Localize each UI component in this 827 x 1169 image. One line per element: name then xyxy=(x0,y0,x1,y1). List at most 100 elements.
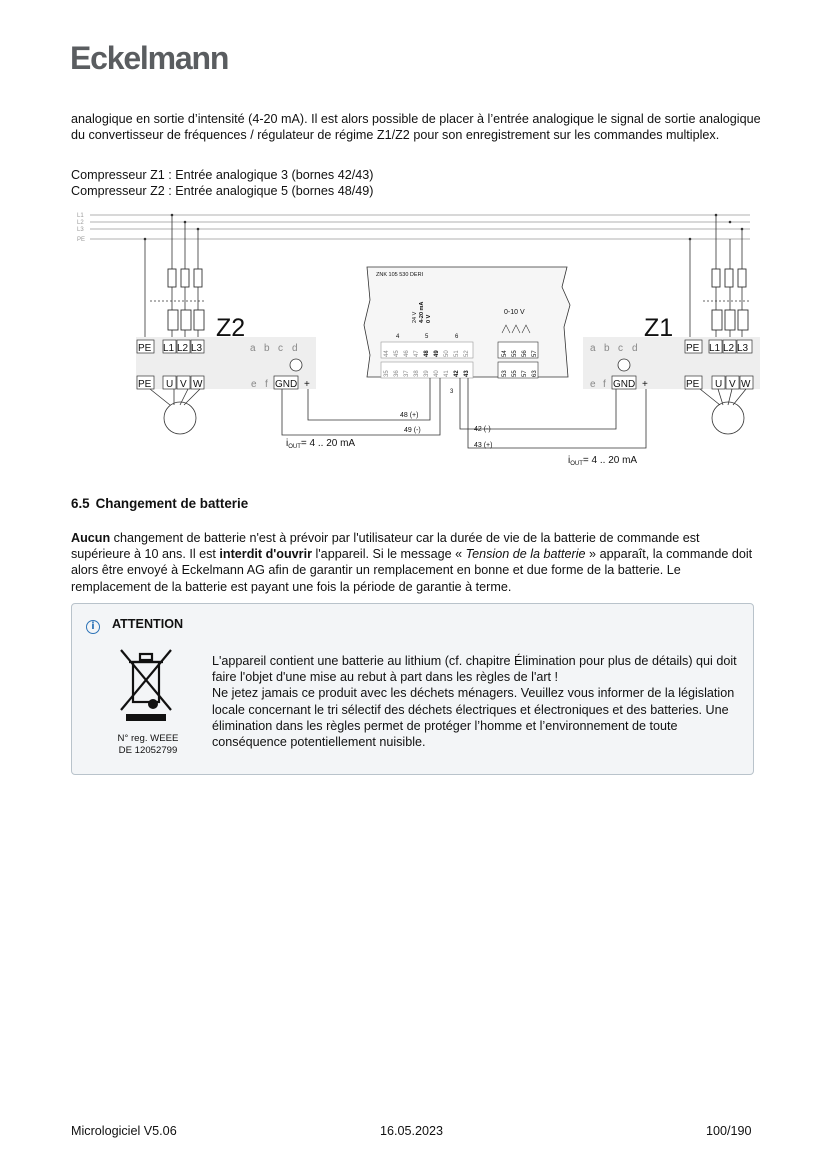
term-39: 39 xyxy=(424,370,430,377)
z1-term-d: d xyxy=(632,343,638,354)
weee-caption-line-2: DE 12052799 xyxy=(118,745,178,756)
wire-48-label: 48 (+) xyxy=(400,412,418,419)
z1-term-a: a xyxy=(590,343,596,354)
bus-label-l2: L2 xyxy=(77,220,84,226)
group-5-label: 5 xyxy=(425,334,429,340)
bold-aucun: Aucun xyxy=(71,531,111,545)
term-47: 47 xyxy=(414,350,420,357)
wire-49-label: 49 (-) xyxy=(404,427,421,434)
attention-text-2: Ne jetez jamais ce produit avec les déch… xyxy=(212,686,735,750)
term-53: 53 xyxy=(502,370,508,377)
z2-term-pe-motor: PE xyxy=(138,379,152,390)
iout-z1-symbol: i xyxy=(568,455,570,466)
term-63: 63 xyxy=(532,370,538,377)
z2-term-l1: L1 xyxy=(163,343,175,354)
term-41: 41 xyxy=(444,370,450,377)
bus-label-l1: L1 xyxy=(77,213,84,219)
italic-message: Tension de la batterie xyxy=(465,547,586,562)
iout-z2-value: = 4 .. 20 mA xyxy=(301,438,356,449)
term-48: 48 xyxy=(424,350,430,357)
z1-term-w: W xyxy=(741,379,751,390)
brand-logo: Eckelmann xyxy=(70,40,229,76)
term-54: 54 xyxy=(502,350,508,357)
z2-term-b: b xyxy=(264,343,270,354)
group-4-label: 4 xyxy=(396,334,400,340)
wire-43-label: 43 (+) xyxy=(474,442,492,449)
z1-term-l1: L1 xyxy=(709,343,721,354)
bus-label-l3: L3 xyxy=(77,227,84,233)
z1-term-c: c xyxy=(618,343,623,354)
term-50: 50 xyxy=(444,350,450,357)
z1-term-f: f xyxy=(603,379,606,390)
section-number: 6.5 xyxy=(71,496,90,511)
term-37: 37 xyxy=(404,370,410,377)
attention-text: L'appareil contient une batterie au lith… xyxy=(212,653,752,750)
z1-term-pe: PE xyxy=(686,343,700,354)
weee-caption-line-1: N° reg. WEEE xyxy=(117,733,179,744)
vlabel-0v: 0 V xyxy=(426,314,432,323)
weee-crossed-bin-icon xyxy=(120,649,172,721)
term-45: 45 xyxy=(394,350,400,357)
group-3-label: 3 xyxy=(450,389,454,395)
z1-term-plus: + xyxy=(642,379,648,390)
output-010v-label: 0-10 V xyxy=(504,309,525,316)
term-57b: 57 xyxy=(522,370,528,377)
attention-text-1: L'appareil contient une batterie au lith… xyxy=(212,654,737,685)
group-6-label: 6 xyxy=(455,334,459,340)
z2-term-l3: L3 xyxy=(191,343,203,354)
weee-caption: N° reg. WEEE DE 12052799 xyxy=(110,733,186,757)
z2-term-e: e xyxy=(251,379,257,390)
footer-date: 16.05.2023 xyxy=(380,1124,444,1138)
iout-z2-symbol: i xyxy=(286,438,288,449)
footer-left: Micrologiciel V5.06 xyxy=(71,1124,177,1138)
z2-term-plus: + xyxy=(304,379,310,390)
wire-42-label: 42 (-) xyxy=(474,426,491,433)
controller-label: ZNK 105 530 DERI xyxy=(376,272,424,278)
z1-term-l2: L2 xyxy=(723,343,735,354)
iout-z1-value: = 4 .. 20 mA xyxy=(583,455,638,466)
term-44: 44 xyxy=(384,350,390,357)
iout-z2-sub: OUT xyxy=(288,444,301,450)
z2-term-u: U xyxy=(166,379,173,390)
z2-term-a: a xyxy=(250,343,256,354)
z1-term-b: b xyxy=(604,343,610,354)
wiring-diagram: L1 L2 L3 PE Z2 Z1 PE L1 L2 L3 xyxy=(77,213,760,467)
z1-term-l3: L3 xyxy=(737,343,749,354)
compressor-z1-line: Compresseur Z1 : Entrée analogique 3 (bo… xyxy=(71,168,374,182)
attention-box: i ATTENTION N° reg. WEEE DE 12052799 L'a… xyxy=(71,603,754,775)
z2-term-gnd: GND xyxy=(275,379,297,390)
term-55: 55 xyxy=(512,350,518,357)
term-36: 36 xyxy=(394,370,400,377)
iout-z1-sub: OUT xyxy=(570,461,583,467)
z1-term-e: e xyxy=(590,379,596,390)
term-56: 56 xyxy=(522,350,528,357)
footer-page: 100/190 xyxy=(706,1124,752,1138)
bold-interdit: interdit d'ouvrir xyxy=(219,547,312,562)
term-57: 57 xyxy=(532,350,538,357)
para-text-3: » apparaît, la commande doit alors être … xyxy=(71,547,753,594)
svg-text:iOUT= 4 .. 20 mA: iOUT= 4 .. 20 mA xyxy=(568,455,637,467)
z1-term-v: V xyxy=(729,379,736,390)
term-40: 40 xyxy=(434,370,440,377)
z2-term-c: c xyxy=(278,343,283,354)
compressor-z2-line: Compresseur Z2 : Entrée analogique 5 (bo… xyxy=(71,184,374,198)
term-51: 51 xyxy=(454,350,460,357)
term-55b: 55 xyxy=(512,370,518,377)
term-35: 35 xyxy=(384,370,390,377)
term-46: 46 xyxy=(404,350,410,357)
bus-label-pe: PE xyxy=(77,237,85,243)
z2-term-f: f xyxy=(265,379,268,390)
battery-paragraph: Aucun changement de batterie n'est à pré… xyxy=(71,530,761,595)
term-43: 43 xyxy=(464,370,470,377)
term-42: 42 xyxy=(454,370,460,377)
term-49: 49 xyxy=(434,350,440,357)
vlabel-4-20ma: 4-20 mA xyxy=(419,302,425,323)
z1-term-u: U xyxy=(715,379,722,390)
z2-term-l2: L2 xyxy=(177,343,189,354)
vlabel-24v: 24 V xyxy=(412,311,418,323)
intro-paragraph: analogique en sortie d’intensité (4-20 m… xyxy=(71,112,761,143)
z2-term-pe: PE xyxy=(138,343,152,354)
z1-term-pe-motor: PE xyxy=(686,379,700,390)
z2-term-v: V xyxy=(180,379,187,390)
